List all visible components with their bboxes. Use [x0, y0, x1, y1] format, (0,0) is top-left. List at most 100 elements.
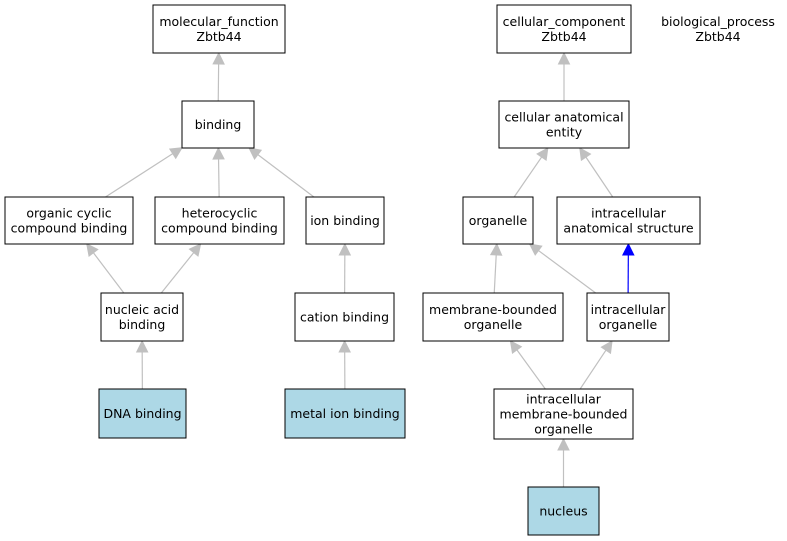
edge-arrowhead	[248, 147, 263, 160]
edge-arrowhead	[338, 339, 351, 353]
node-dna-binding: DNA binding	[98, 388, 187, 439]
node-label-line: entity	[546, 125, 583, 140]
edge-line	[579, 349, 607, 390]
edge-line	[217, 158, 220, 198]
edge-intracellular_membrane-to-intracellular_organelle	[579, 340, 613, 390]
edge-arrowhead	[557, 437, 570, 451]
node-label-line: binding	[195, 117, 242, 132]
edge-arrowhead	[600, 340, 613, 355]
node-label-line: cellular_component	[503, 14, 626, 29]
node-label-line: organelle	[534, 422, 593, 437]
node-label-line: intracellular	[591, 206, 667, 221]
edge-intracellular_organelle-to-organelle	[528, 243, 597, 294]
edge-intracellular_membrane-to-membrane_bounded	[509, 340, 546, 390]
edge-line	[105, 153, 174, 198]
node-box	[4, 196, 134, 245]
node-organelle: organelle	[462, 196, 534, 245]
node-box	[462, 196, 534, 245]
edge-nucleus-to-intracellular_membrane	[557, 437, 570, 487]
edge-organelle-to-cellular_anatomical	[513, 147, 549, 198]
node-ion-binding: ion binding	[305, 196, 385, 245]
node-label-line: nucleic acid	[105, 302, 179, 317]
node-box	[556, 196, 701, 245]
edge-nucleic_acid-to-heterocyclic	[160, 243, 202, 294]
node-label-line: compound binding	[161, 221, 278, 236]
edge-arrowhead	[86, 243, 99, 257]
edge-binding-to-molecular_function	[212, 51, 225, 102]
node-box	[496, 4, 632, 54]
edge-arrowhead	[622, 242, 635, 256]
edge-line	[516, 349, 546, 390]
edge-heterocyclic-to-binding	[212, 146, 225, 198]
node-label-line: intracellular	[591, 302, 667, 317]
node-metal-ion-binding: metal ion binding	[284, 388, 406, 439]
node-label-line: anatomical structure	[563, 221, 693, 236]
node-label-line: nucleus	[539, 504, 587, 519]
edge-cation_binding-to-ion_binding	[338, 242, 352, 294]
node-binding: binding	[181, 100, 255, 149]
node-box	[284, 388, 406, 439]
node-box	[498, 100, 630, 149]
node-box	[493, 388, 634, 440]
node-box	[181, 100, 255, 149]
node-box	[655, 5, 781, 53]
edge-ion_binding-to-binding	[248, 147, 315, 198]
edge-line	[257, 154, 315, 198]
edge-organic_cyclic-to-binding	[105, 147, 183, 198]
node-label-line: intracellular	[526, 392, 602, 407]
node-label-line: cellular anatomical	[504, 110, 623, 125]
node-label-line: binding	[119, 317, 166, 332]
edge-line	[513, 156, 543, 198]
edge-line	[538, 250, 597, 294]
node-label-line: Zbtb44	[196, 29, 241, 44]
node-label-line: molecular_function	[159, 14, 278, 29]
node-box	[152, 4, 286, 54]
edge-arrowhead	[168, 147, 183, 160]
node-label-line: DNA binding	[103, 406, 181, 421]
edge-arrowhead	[212, 146, 225, 160]
node-label-line: organelle	[599, 317, 658, 332]
edge-dna_binding-to-nucleic_acid	[135, 339, 149, 390]
edge-arrowhead	[212, 51, 225, 65]
edge-line	[585, 156, 614, 198]
node-box	[422, 292, 564, 342]
node-nucleus: nucleus	[527, 486, 600, 536]
edge-arrowhead	[536, 147, 549, 162]
node-box	[154, 196, 285, 245]
node-label-line: organelle	[469, 213, 528, 228]
node-label-line: Zbtb44	[695, 29, 740, 44]
node-label-line: metal ion binding	[290, 406, 400, 421]
node-label-line: membrane-bounded	[500, 407, 628, 422]
edge-membrane_bounded-to-organelle	[489, 242, 503, 294]
node-box	[98, 388, 187, 439]
node-label-line: Zbtb44	[541, 29, 586, 44]
node-label-line: ion binding	[310, 213, 380, 228]
edge-line	[160, 252, 195, 294]
node-box	[527, 486, 600, 536]
node-label-line: cation binding	[300, 310, 389, 325]
edge-cellular_anatomical-to-cellular_component	[557, 51, 571, 101]
node-label-line: compound binding	[11, 221, 128, 236]
edges-layer	[86, 51, 635, 487]
node-label-line: organic cyclic	[26, 206, 111, 221]
node-label-line: heterocyclic	[182, 206, 258, 221]
edge-line	[493, 254, 497, 294]
edge-nucleic_acid-to-organic_cyclic	[86, 243, 125, 294]
edge-arrowhead	[338, 242, 352, 256]
node-label-line: organelle	[464, 317, 523, 332]
edge-arrowhead	[135, 339, 149, 353]
edge-arrowhead	[188, 243, 202, 257]
